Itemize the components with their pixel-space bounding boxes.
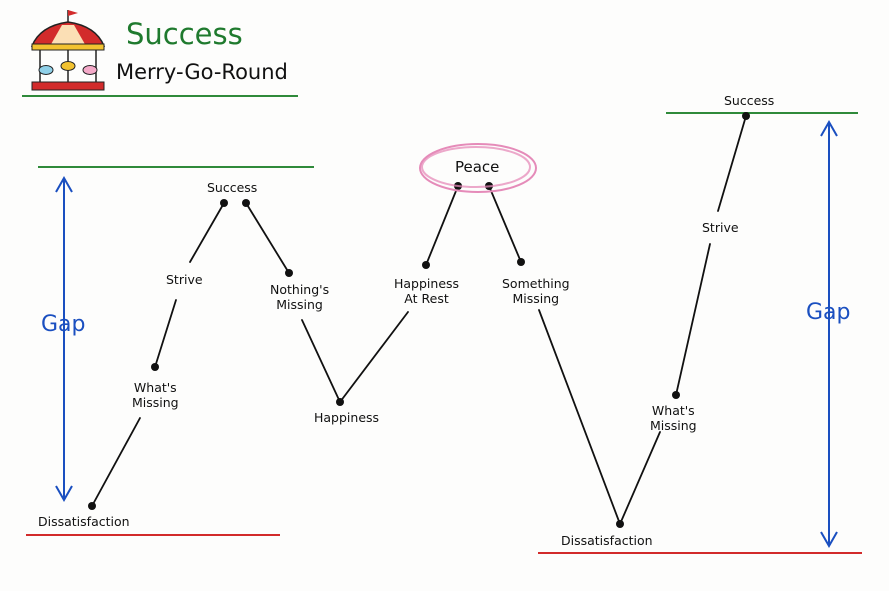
label-peace: Peace — [455, 158, 500, 176]
label-left-whats-missing: What's Missing — [132, 380, 179, 410]
node-happiness — [336, 398, 344, 406]
right-gap-label: Gap — [806, 300, 851, 325]
node-nothings-missing — [285, 269, 293, 277]
label-left-success: Success — [207, 180, 258, 195]
label-happiness: Happiness — [314, 410, 380, 425]
page-subtitle: Merry-Go-Round — [116, 60, 288, 84]
label-nothings-missing: Nothing's Missing — [270, 282, 330, 312]
label-something-missing: Something Missing — [502, 276, 570, 306]
node-something-missing — [517, 258, 525, 266]
label-left-dissatisfaction: Dissatisfaction — [38, 514, 130, 529]
left-gap-arrow — [55, 175, 73, 503]
node-happiness-at-rest — [422, 261, 430, 269]
label-right-dissatisfaction: Dissatisfaction — [561, 533, 653, 548]
node-left-success-b — [242, 199, 250, 207]
node-right-whats-missing — [672, 391, 680, 399]
path-nodes — [88, 112, 750, 528]
label-happiness-at-rest: Happiness At Rest — [394, 276, 460, 306]
left-gap-label: Gap — [41, 312, 86, 337]
page-title: Success — [126, 17, 243, 51]
label-right-strive: Strive — [702, 220, 739, 235]
carousel-icon — [30, 10, 106, 91]
label-right-whats-missing: What's Missing — [650, 403, 697, 433]
path-connectors — [91, 115, 747, 525]
node-right-success — [742, 112, 750, 120]
node-left-whats-missing — [151, 363, 159, 371]
label-right-success: Success — [724, 93, 775, 108]
node-left-dissatisfaction — [88, 502, 96, 510]
node-left-success-a — [220, 199, 228, 207]
right-gap-arrow — [820, 119, 838, 549]
peace-highlight — [419, 143, 537, 193]
node-right-dissatisfaction — [616, 520, 624, 528]
label-left-strive: Strive — [166, 272, 203, 287]
